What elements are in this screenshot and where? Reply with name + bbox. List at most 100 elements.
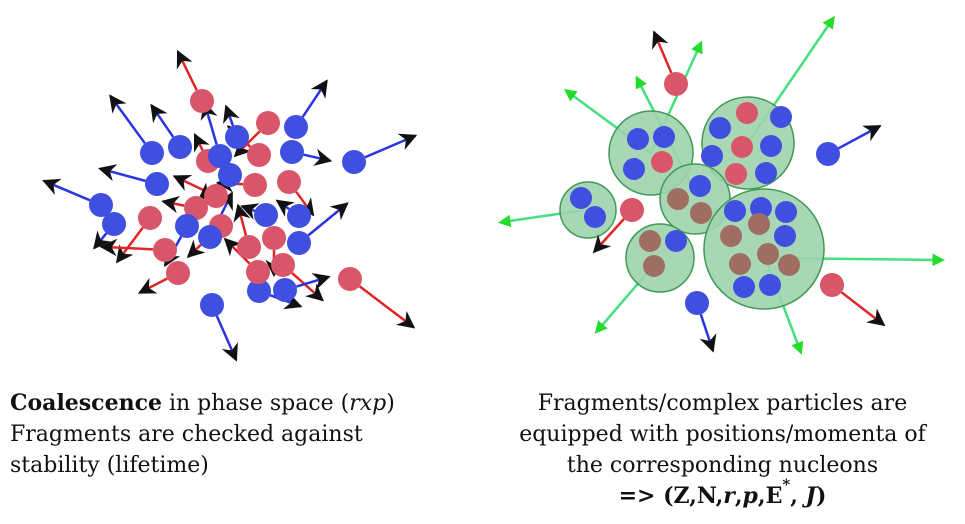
caption-math: rxp bbox=[349, 391, 387, 416]
caption-line: Fragments are checked against bbox=[10, 422, 363, 447]
caption-text: ) bbox=[386, 391, 395, 416]
neutron-circle bbox=[287, 204, 311, 228]
proton-circle bbox=[667, 188, 689, 210]
neutron-circle bbox=[287, 231, 311, 255]
proton-circle bbox=[720, 225, 742, 247]
neutron-momentum-arrow bbox=[150, 103, 175, 138]
formula-part: p bbox=[742, 483, 758, 509]
caption-term: Coalescence bbox=[10, 390, 162, 416]
neutron-circle bbox=[816, 142, 840, 166]
proton-momentum-arrow bbox=[295, 190, 315, 217]
proton-circle bbox=[639, 230, 661, 252]
proton-circle bbox=[651, 151, 673, 173]
proton-circle bbox=[190, 89, 214, 113]
neutron-momentum-arrow bbox=[296, 272, 331, 290]
proton-momentum-arrow bbox=[291, 272, 324, 302]
proton-circle bbox=[204, 184, 228, 208]
proton-momentum-arrow bbox=[840, 291, 886, 327]
neutron-circle bbox=[145, 172, 169, 196]
diagram-canvas bbox=[42, 15, 945, 362]
caption-line: Coalescence in phase space (rxp) bbox=[10, 388, 480, 419]
neutron-circle bbox=[733, 276, 755, 298]
caption-line: equipped with positions/momenta of bbox=[519, 422, 926, 447]
proton-circle bbox=[138, 206, 162, 230]
proton-circle bbox=[153, 238, 177, 262]
neutron-circle bbox=[653, 126, 675, 148]
proton-circle bbox=[184, 196, 208, 220]
neutron-momentum-arrow bbox=[301, 79, 328, 118]
proton-circle bbox=[166, 261, 190, 285]
neutron-circle bbox=[770, 106, 792, 128]
neutron-circle bbox=[254, 203, 278, 227]
proton-momentum-arrow bbox=[176, 49, 198, 91]
neutron-circle bbox=[225, 125, 249, 149]
proton-circle bbox=[690, 202, 712, 224]
neutron-circle bbox=[198, 225, 222, 249]
proton-circle bbox=[246, 260, 270, 284]
proton-circle bbox=[757, 243, 779, 265]
proton-momentum-arrow bbox=[161, 195, 185, 214]
neutron-circle bbox=[570, 187, 592, 209]
formula-part: ,E bbox=[757, 483, 783, 509]
neutron-circle bbox=[685, 291, 709, 315]
caption-line: stability (lifetime) bbox=[10, 453, 209, 478]
proton-momentum-arrow bbox=[652, 30, 673, 74]
neutron-momentum-arrow bbox=[307, 202, 349, 237]
proton-circle bbox=[729, 253, 751, 275]
neutron-circle bbox=[724, 200, 746, 222]
proton-circle bbox=[237, 235, 261, 259]
proton-circle bbox=[277, 170, 301, 194]
neutron-circle bbox=[774, 225, 796, 247]
proton-momentum-arrow bbox=[137, 277, 168, 294]
caption-text: in phase space ( bbox=[161, 391, 350, 416]
formula-part: => (Z,N, bbox=[618, 483, 724, 509]
proton-circle bbox=[271, 253, 295, 277]
proton-momentum-arrow bbox=[115, 226, 144, 264]
proton-circle bbox=[778, 254, 800, 276]
neutron-momentum-arrow bbox=[98, 164, 146, 183]
coalescence-nucleons bbox=[42, 49, 418, 362]
neutron-momentum-arrow bbox=[223, 104, 240, 127]
proton-circle bbox=[256, 111, 280, 135]
proton-circle bbox=[820, 273, 844, 297]
neutron-circle bbox=[208, 144, 232, 168]
neutron-circle bbox=[701, 145, 723, 167]
fragments-diagram bbox=[498, 15, 945, 355]
proton-circle bbox=[620, 198, 644, 222]
neutron-momentum-arrow bbox=[109, 94, 146, 145]
neutron-circle bbox=[627, 128, 649, 150]
proton-circle bbox=[262, 226, 286, 250]
neutron-circle bbox=[750, 197, 772, 219]
proton-circle bbox=[338, 267, 362, 291]
neutron-circle bbox=[665, 230, 687, 252]
neutron-circle bbox=[175, 214, 199, 238]
neutron-circle bbox=[689, 175, 711, 197]
proton-momentum-arrow bbox=[592, 218, 625, 254]
formula-part: J bbox=[805, 483, 816, 509]
caption-line: the corresponding nucleons bbox=[566, 453, 879, 478]
proton-momentum-arrow bbox=[172, 175, 206, 192]
proton-circle bbox=[731, 136, 753, 158]
proton-momentum-arrow bbox=[358, 285, 416, 329]
neutron-circle bbox=[89, 193, 113, 217]
neutron-circle bbox=[760, 135, 782, 157]
neutron-momentum-arrow bbox=[42, 178, 91, 202]
neutron-circle bbox=[342, 150, 366, 174]
formula-part: , bbox=[734, 483, 743, 509]
formula-part: r bbox=[723, 483, 735, 509]
neutron-circle bbox=[200, 293, 224, 317]
proton-circle bbox=[247, 143, 271, 167]
caption-formula: => (Z,N,r,p,E*, J) bbox=[480, 477, 965, 512]
neutron-circle bbox=[140, 141, 164, 165]
neutron-momentum-arrow bbox=[240, 203, 260, 220]
formula-part: ) bbox=[815, 483, 827, 509]
neutron-circle bbox=[709, 117, 731, 139]
neutron-circle bbox=[168, 135, 192, 159]
proton-momentum-arrow bbox=[99, 238, 154, 257]
proton-circle bbox=[643, 255, 665, 277]
neutron-circle bbox=[284, 115, 308, 139]
coalescence-caption: Coalescence in phase space (rxp) Fragmen… bbox=[10, 388, 480, 481]
neutron-momentum-arrow bbox=[303, 148, 333, 166]
neutron-momentum-arrow bbox=[699, 313, 717, 353]
neutron-circle bbox=[273, 278, 297, 302]
